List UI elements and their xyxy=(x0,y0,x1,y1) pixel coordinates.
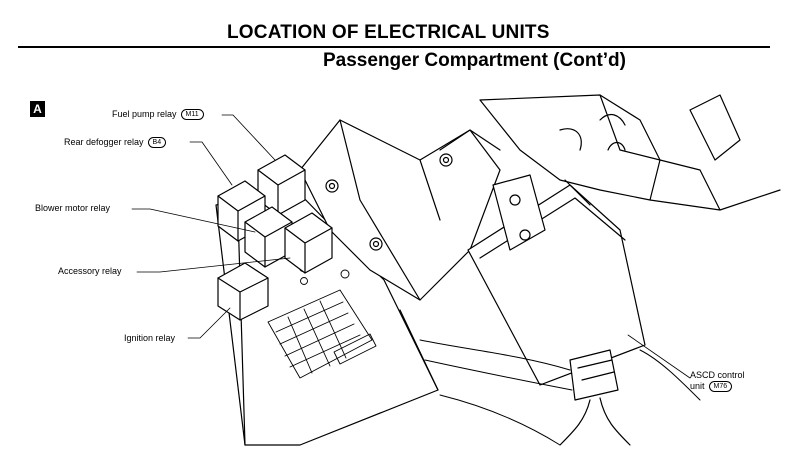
accessory-relay-callout: Accessory relay xyxy=(58,266,122,277)
ascd-control-unit-box xyxy=(467,174,646,446)
rear-defogger-relay-label: Rear defogger relay xyxy=(64,137,144,147)
connector-b4-badge: B4 xyxy=(147,137,167,148)
accessory-relay-label: Accessory relay xyxy=(58,266,122,276)
page-title: LOCATION OF ELECTRICAL UNITS xyxy=(227,22,550,43)
page-subtitle: Passenger Compartment (Cont’d) xyxy=(323,50,626,71)
connector-m76-badge: M76 xyxy=(708,381,733,392)
ascd-control-unit-label-line2: unit xyxy=(690,381,705,391)
mounting-bracket xyxy=(299,119,501,301)
fuse-slots xyxy=(267,264,377,379)
ascd-control-unit-label-line1: ASCD control xyxy=(690,370,745,380)
ignition-relay-callout: Ignition relay xyxy=(124,333,175,344)
blower-motor-relay-label: Blower motor relay xyxy=(35,203,111,213)
upper-structure xyxy=(479,94,781,211)
leader-lines xyxy=(131,114,691,379)
view-badge: A xyxy=(30,101,45,117)
fuel-pump-relay-label: Fuel pump relay xyxy=(112,109,177,119)
wire-harness xyxy=(419,339,701,446)
title-rule xyxy=(18,46,770,48)
connector-m11-badge: M11 xyxy=(180,109,204,120)
relay-blocks xyxy=(217,154,333,321)
blower-motor-relay-callout: Blower motor relay xyxy=(35,203,110,214)
ignition-relay-label: Ignition relay xyxy=(124,333,176,343)
